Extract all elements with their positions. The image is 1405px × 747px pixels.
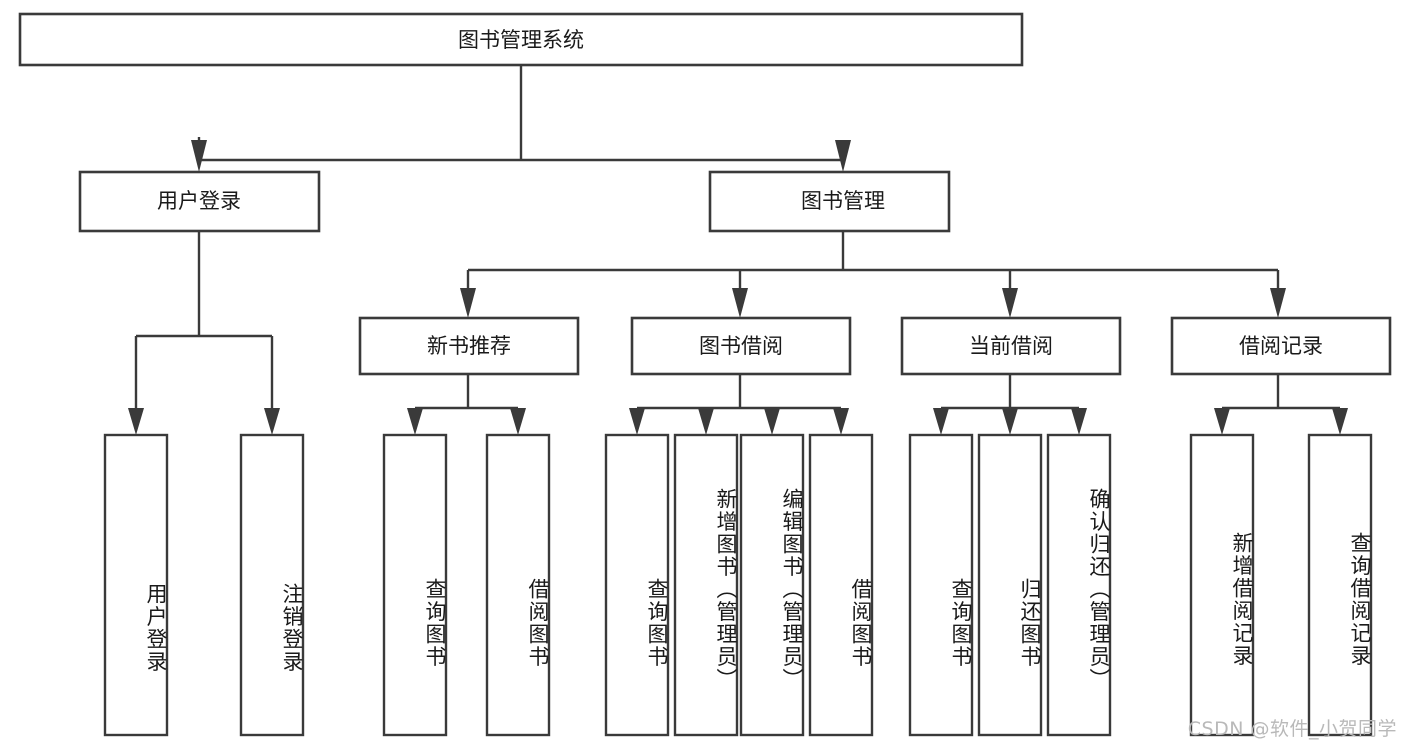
leaf-label-user-login: 用户登录	[144, 582, 168, 673]
arrowhead-leaf-user-login	[128, 408, 144, 435]
arrowhead-leaf-query-book-1	[407, 408, 423, 435]
arrowhead-leaf-add-book	[698, 408, 714, 435]
arrowhead-leaf-borrow-book-2	[833, 408, 849, 435]
leaf-node-query-record[interactable]: 查询借阅记录	[1309, 435, 1372, 735]
node-book-manage-box[interactable]	[708, 170, 951, 233]
arrowhead-leaf-query-book-3	[933, 408, 949, 435]
leaf-node-edit-book[interactable]: 编辑图书（管理员）	[741, 435, 804, 735]
leaf-label-edit-book: 编辑图书（管理员）	[780, 487, 804, 691]
leaf-box-query-book-1[interactable]	[382, 433, 448, 737]
node-book-borrow-box[interactable]	[630, 316, 852, 376]
leaf-label-borrow-book-2: 借阅图书	[849, 577, 873, 668]
leaf-node-user-login[interactable]: 用户登录	[105, 435, 168, 735]
node-current-borrow-label: 当前借阅	[969, 334, 1053, 358]
arrowhead-new-book-rec	[460, 288, 476, 318]
leaf-box-add-record[interactable]	[1189, 433, 1255, 737]
node-current-borrow-box[interactable]	[900, 316, 1122, 376]
arrowhead-borrow-record	[1270, 288, 1286, 318]
leaf-box-return-book[interactable]	[977, 433, 1043, 737]
leaf-node-user-logout[interactable]: 注销登录	[241, 435, 304, 735]
leaf-box-edit-book[interactable]	[739, 433, 805, 737]
leaf-node-confirm-return[interactable]: 确认归还（管理员）	[1048, 435, 1111, 735]
leaf-box-query-book-2[interactable]	[604, 433, 670, 737]
node-user-login-label: 用户登录	[157, 189, 241, 213]
leaf-label-query-book-3: 查询图书	[949, 577, 973, 668]
leaf-node-borrow-book-1[interactable]: 借阅图书	[487, 435, 550, 735]
arrowhead-leaf-edit-book	[764, 408, 780, 435]
leaf-label-add-record: 新增借阅记录	[1230, 531, 1254, 667]
leaf-label-borrow-book-1: 借阅图书	[526, 577, 550, 668]
arrowhead-leaf-confirm-return	[1071, 408, 1087, 435]
leaf-node-borrow-book-2[interactable]: 借阅图书	[810, 435, 873, 735]
node-new-book-rec-box[interactable]	[358, 316, 580, 376]
leaf-box-confirm-return[interactable]	[1046, 433, 1112, 737]
leaf-label-add-book: 新增图书（管理员）	[714, 487, 738, 691]
leaf-label-query-record: 查询借阅记录	[1348, 531, 1372, 667]
leaf-box-query-record[interactable]	[1307, 433, 1373, 737]
arrowhead-book-borrow	[732, 288, 748, 318]
leaf-box-borrow-book-1[interactable]	[485, 433, 551, 737]
node-new-book-rec-label: 新书推荐	[427, 334, 511, 358]
arrowhead-current-borrow	[1002, 288, 1018, 318]
arrowhead-leaf-query-book-2	[629, 408, 645, 435]
node-root-label: 图书管理系统	[458, 28, 584, 52]
leaf-box-user-login[interactable]	[103, 433, 169, 737]
arrowhead-leaf-borrow-book-1	[510, 408, 526, 435]
leaf-node-return-book[interactable]: 归还图书	[979, 435, 1042, 735]
leaf-label-return-book: 归还图书	[1018, 577, 1042, 668]
leaf-label-query-book-1: 查询图书	[423, 577, 447, 668]
leaf-label-user-logout: 注销登录	[280, 582, 304, 673]
node-root-box[interactable]	[18, 12, 1024, 67]
leaf-node-query-book-2[interactable]: 查询图书	[606, 435, 669, 735]
arrowhead-leaf-user-logout	[264, 408, 280, 435]
node-borrow-record-box[interactable]	[1170, 316, 1392, 376]
leaf-node-query-book-1[interactable]: 查询图书	[384, 435, 447, 735]
leaf-node-add-record[interactable]: 新增借阅记录	[1191, 435, 1254, 735]
arrowhead-leaf-add-record	[1214, 408, 1230, 435]
leaf-box-query-book-3[interactable]	[908, 433, 974, 737]
leaf-box-borrow-book-2[interactable]	[808, 433, 874, 737]
node-book-borrow-label: 图书借阅	[699, 334, 783, 358]
leaf-node-query-book-3[interactable]: 查询图书	[910, 435, 973, 735]
arrowhead-leaf-query-record	[1332, 408, 1348, 435]
leaf-box-user-logout[interactable]	[239, 433, 305, 737]
watermark-text: CSDN @软件_小贺同学	[1187, 718, 1397, 740]
node-borrow-record-label: 借阅记录	[1239, 334, 1323, 358]
arrowhead-leaf-return-book	[1002, 408, 1018, 435]
leaf-label-confirm-return: 确认归还（管理员）	[1087, 487, 1111, 691]
leaf-label-query-book-2: 查询图书	[645, 577, 669, 668]
connector-layer	[128, 65, 1348, 435]
node-layer: 图书管理系统 用户登录 图书管理 新书推荐 图书借阅 当前借阅 借阅记录	[18, 12, 1392, 737]
leaf-node-add-book[interactable]: 新增图书（管理员）	[675, 435, 738, 735]
node-book-manage-label: 图书管理	[801, 189, 885, 213]
node-user-login-box[interactable]	[78, 170, 321, 233]
leaf-box-add-book[interactable]	[673, 433, 739, 737]
arrowhead-user-login	[191, 140, 207, 172]
arrowhead-book-manage	[835, 140, 851, 172]
